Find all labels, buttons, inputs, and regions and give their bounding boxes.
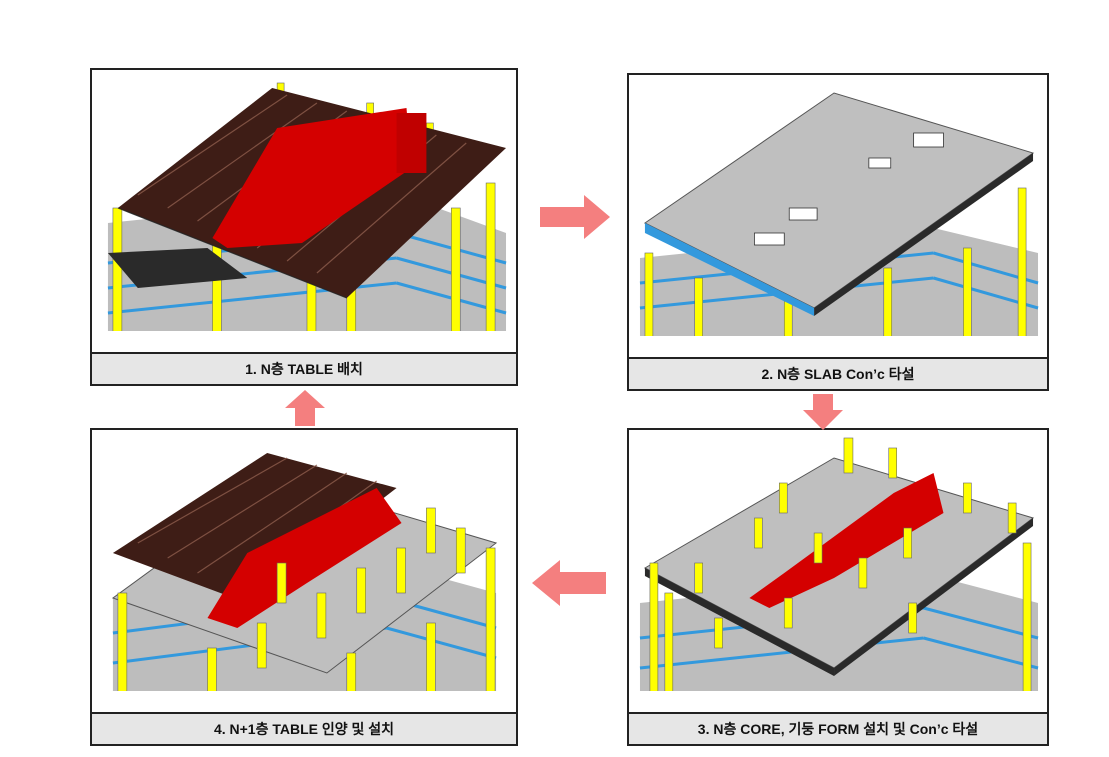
- step-4-caption: 4. N+1층 TABLE 인양 및 설치: [92, 712, 516, 744]
- step-4-panel: 4. N+1층 TABLE 인양 및 설치: [90, 428, 518, 746]
- arrow-right-icon: [540, 195, 610, 239]
- arrow-up-icon: [285, 390, 325, 426]
- step-2-building-illustration: [635, 78, 1041, 336]
- step-3-caption: 3. N층 CORE, 기둥 FORM 설치 및 Con’c 타설: [629, 712, 1047, 744]
- step-2-panel: 2. N층 SLAB Con’c 타설: [627, 73, 1049, 391]
- step-3-panel: 3. N층 CORE, 기둥 FORM 설치 및 Con’c 타설: [627, 428, 1049, 746]
- step-1-panel: 1. N층 TABLE 배치: [90, 68, 518, 386]
- step-2-caption: 2. N층 SLAB Con’c 타설: [629, 357, 1047, 389]
- arrow-down-icon: [803, 394, 843, 430]
- step-1-caption: 1. N층 TABLE 배치: [92, 352, 516, 384]
- step-1-building-illustration: [98, 73, 510, 331]
- step-4-building-illustration: [98, 433, 510, 691]
- step-3-building-illustration: [635, 433, 1041, 691]
- arrow-left-icon: [532, 560, 606, 606]
